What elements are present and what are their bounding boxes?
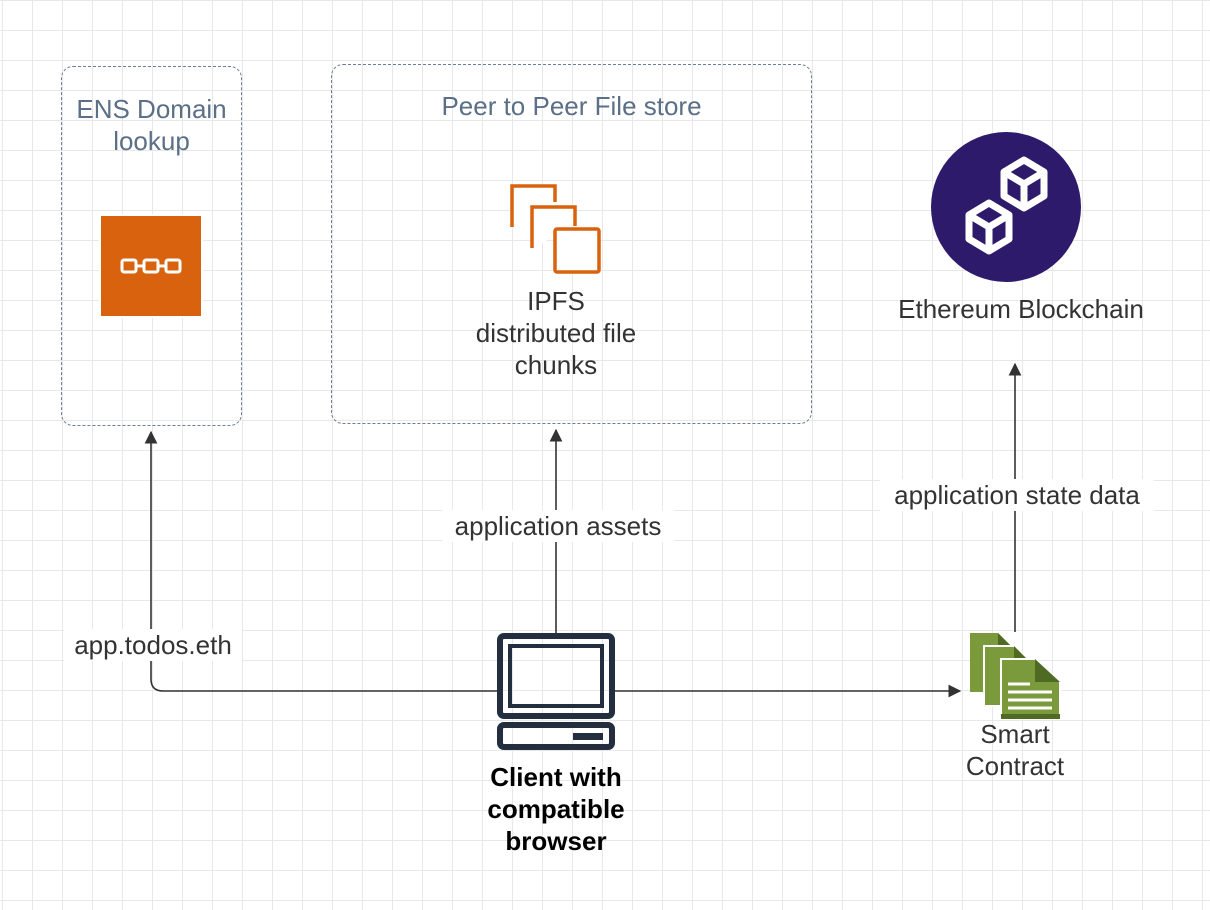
edge-label-ens-lookup: app.todos.eth [64,629,242,661]
ethereum-label: Ethereum Blockchain [898,294,1144,324]
documents-icon [968,632,1062,722]
edge-client-to-ens [144,430,498,692]
p2p-file-store-group [331,64,812,424]
stacked-files-icon [510,182,604,276]
p2p-group-title: Peer to Peer File store [441,91,702,121]
smart-contract-label: Smart Contract [965,719,1065,781]
edge-label-application-state: application state data [880,479,1154,511]
ens-domain-group [61,66,242,426]
computer-terminal-icon [497,633,617,751]
chain-link-icon [99,214,203,318]
client-label: Client with compatible browser [487,762,625,856]
blockchain-cubes-icon [931,132,1081,282]
ens-group-title: ENS Domain lookup [76,94,227,156]
ipfs-label: IPFS distributed file chunks [475,286,637,380]
edge-label-application-assets: application assets [442,510,674,542]
